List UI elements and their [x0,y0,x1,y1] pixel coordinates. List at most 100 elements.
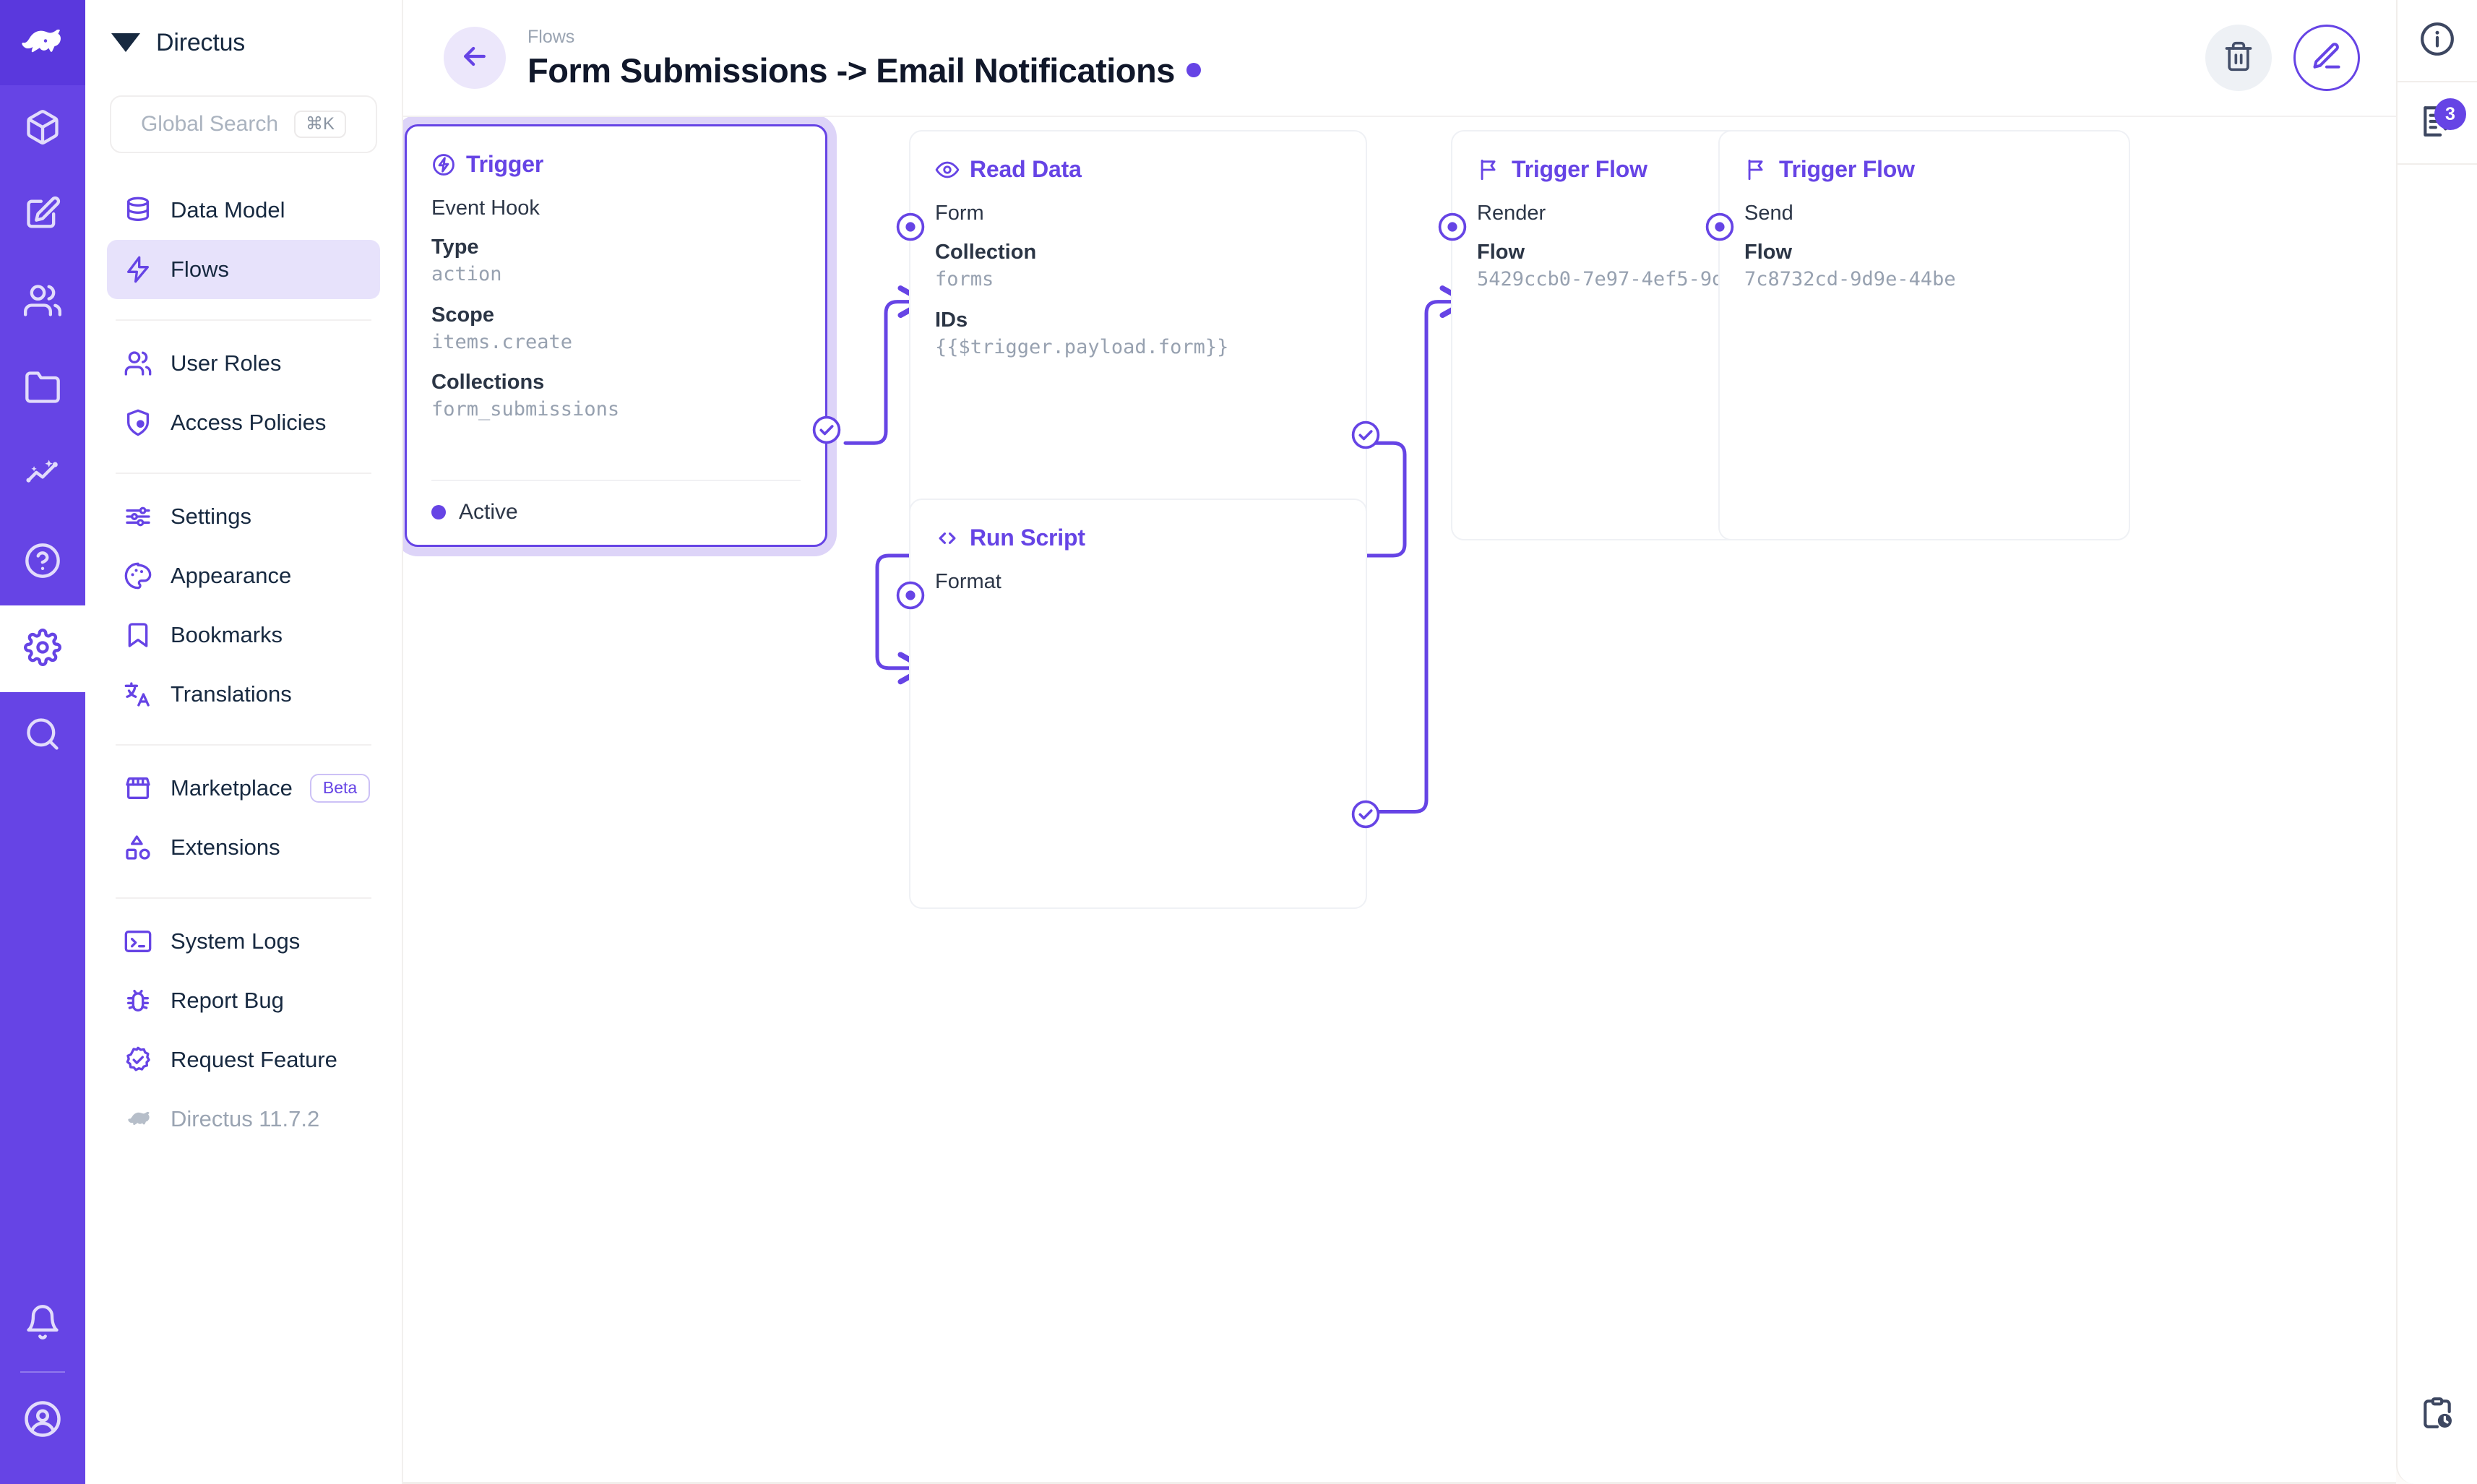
module-insights[interactable] [0,432,85,519]
field-key: Scope [431,303,495,327]
terminal-icon [123,926,153,957]
sidebar-item-flows[interactable]: Flows [107,240,380,299]
account-circle-icon [23,1399,62,1442]
field-value: form_submissions [431,398,620,421]
sidebar-item-label: System Logs [171,928,301,954]
logs-button[interactable]: 3 [2397,82,2477,163]
sidebar-item-label: Bookmarks [171,622,283,647]
node-subtitle: Render [1477,202,1546,225]
sidebar-item-settings[interactable]: Settings [107,487,380,546]
node-header: Run Script [935,525,1341,551]
handle-run-script-success[interactable] [1350,798,1382,830]
module-editor[interactable] [0,172,85,259]
node-field: Flow 7c8732cd-9d9e-44be [1744,238,2104,293]
rail-divider [20,1371,65,1373]
sidebar-item-translations[interactable]: Translations [107,665,380,724]
header-actions [2205,25,2360,91]
nav-divider [116,319,371,321]
directus-logo-icon[interactable] [0,0,85,85]
logs-count-badge: 3 [2434,98,2466,130]
title-block: Flows Form Submissions -> Email Notifica… [527,25,1201,90]
bookmark-icon [123,620,153,650]
arrow-left-icon [459,40,491,76]
breadcrumb[interactable]: Flows [527,27,575,48]
sidebar-item-data-model[interactable]: Data Model [107,181,380,240]
search-icon [24,715,61,756]
field-value: forms [935,268,994,291]
sidebar-item-label: Access Policies [171,410,327,435]
sidebar-item-request-feature[interactable]: Request Feature [107,1030,380,1090]
sidebar-item-extensions[interactable]: Extensions [107,818,380,877]
handle-read-data-input[interactable] [895,211,926,243]
flag-icon [1477,158,1502,182]
help-circle-icon [24,542,61,583]
revisions-button[interactable] [2397,1374,2477,1455]
sidebar-item-bookmarks[interactable]: Bookmarks [107,605,380,665]
sidebar-item-system-logs[interactable]: System Logs [107,912,380,971]
module-help[interactable] [0,519,85,605]
storefront-icon [123,773,153,803]
handle-read-data-success[interactable] [1350,419,1382,451]
translate-icon [123,679,153,709]
sidebar-item-marketplace[interactable]: Marketplace Beta [107,759,380,818]
flow-node-trigger[interactable]: Trigger Event Hook Type action Scope ite… [405,124,841,547]
sidebar-item-label: Directus 11.7.2 [171,1106,320,1131]
sidebar-item-label: Report Bug [171,988,284,1013]
sidebar-item-access-policies[interactable]: Access Policies [107,393,380,452]
search-placeholder: Global Search [140,112,279,136]
sidebar-item-report-bug[interactable]: Report Bug [107,971,380,1030]
handle-run-script-input[interactable] [895,579,926,611]
sidebar-item-label: Data Model [171,197,285,223]
info-button[interactable] [2397,0,2477,81]
node-field: Flow 5429ccb0-7e97-4ef5-9d65-2b… [1477,238,1837,293]
sidebar-item-appearance[interactable]: Appearance [107,546,380,605]
bell-icon [24,1303,61,1345]
right-rail-divider [2397,163,2477,165]
field-key: Flow [1477,241,1525,264]
node-type-label: Trigger [466,151,544,177]
active-status-text: Active [459,500,518,524]
nav-divider [116,744,371,746]
flow-node-run-script[interactable]: Run Script Format [896,499,1380,909]
main-area: Flows Form Submissions -> Email Notifica… [403,0,2396,1484]
node-header: Trigger Flow [1477,156,1837,183]
node-subtitle: Event Hook [431,197,540,220]
nav-group-access: User Roles Access Policies [107,334,380,460]
node-subtitle: Format [935,570,1001,593]
edit-button[interactable] [2293,25,2360,91]
handle-trigger-flow-render-input[interactable] [1436,211,1468,243]
edit-square-icon [24,195,61,236]
flow-canvas[interactable]: Trigger Event Hook Type action Scope ite… [403,116,2396,1482]
node-field: Type action [431,233,801,288]
module-content-box[interactable] [0,85,85,172]
global-search-wrap: Global Search ⌘K [85,85,402,153]
account-button[interactable] [0,1377,85,1464]
node-type-label: Trigger Flow [1512,156,1647,182]
flow-node-read-data[interactable]: Read Data Form Collection forms IDs {{$t… [896,130,1380,540]
node-type-label: Trigger Flow [1779,156,1915,182]
flow-node-trigger-flow-send[interactable]: Trigger Flow Send Flow 7c8732cd-9d9e-44b… [1705,130,2130,540]
beta-badge: Beta [309,774,371,803]
module-file-library[interactable] [0,345,85,432]
module-settings[interactable] [0,605,85,692]
delete-button[interactable] [2205,25,2272,91]
page-header: Flows Form Submissions -> Email Notifica… [403,0,2396,116]
module-rail [0,0,85,1484]
back-button[interactable] [444,27,506,89]
right-rail-divider [2397,81,2477,82]
sidebar-item-user-roles[interactable]: User Roles [107,334,380,393]
clipboard-clock-icon [2419,1395,2455,1435]
right-sidebar: 3 [2396,0,2477,1484]
content-box-icon [24,108,61,150]
search-shortcut: ⌘K [294,111,347,138]
module-user-directory[interactable] [0,259,85,345]
notifications-button[interactable] [0,1280,85,1367]
handle-trigger-success[interactable] [811,414,843,446]
search-input[interactable]: Global Search ⌘K [110,95,377,153]
title-row: Form Submissions -> Email Notifications [527,51,1201,90]
nav-group-support: System Logs Report Bug [107,912,380,1156]
node-type-label: Run Script [970,525,1085,551]
module-search[interactable] [0,692,85,779]
handle-trigger-flow-send-input[interactable] [1704,211,1736,243]
